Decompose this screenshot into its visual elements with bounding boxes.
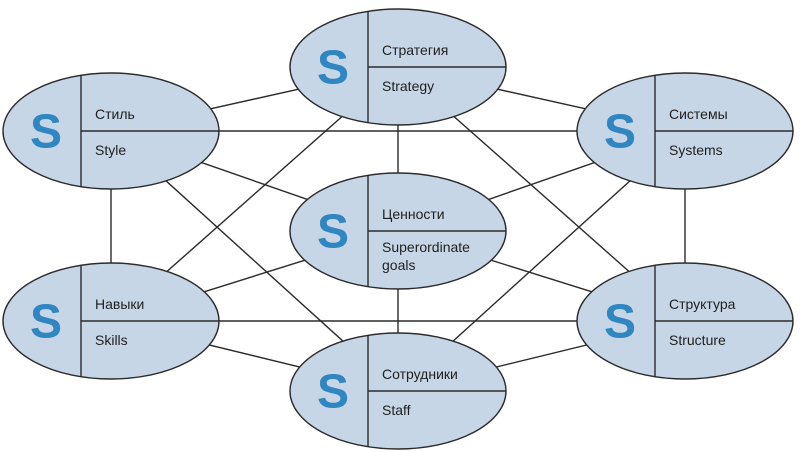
node-label-ru: Структура — [669, 296, 736, 312]
node-label-ru: Навыки — [95, 296, 144, 312]
node-label-en: Systems — [669, 142, 723, 158]
node-label-en: goals — [382, 257, 415, 273]
node-letter: S — [317, 42, 349, 95]
node-letter: S — [317, 206, 349, 259]
node-label-en: Structure — [669, 332, 726, 348]
node-letter: S — [604, 296, 636, 349]
node-label-ru: Стиль — [95, 106, 135, 122]
node-label-ru: Ценности — [382, 206, 445, 222]
node-label-ru: Сотрудники — [382, 366, 458, 382]
node-label-en: Style — [95, 142, 126, 158]
node-label-ru: Системы — [669, 106, 728, 122]
node-label-en: Strategy — [382, 78, 434, 94]
node-letter: S — [604, 106, 636, 159]
node-letter: S — [30, 106, 62, 159]
node-label-en: Superordinate — [382, 239, 470, 255]
node-label-en: Staff — [382, 402, 411, 418]
node-letter: S — [317, 366, 349, 419]
node-label-ru: Стратегия — [382, 42, 448, 58]
node-label-en: Skills — [95, 332, 128, 348]
node-letter: S — [30, 296, 62, 349]
